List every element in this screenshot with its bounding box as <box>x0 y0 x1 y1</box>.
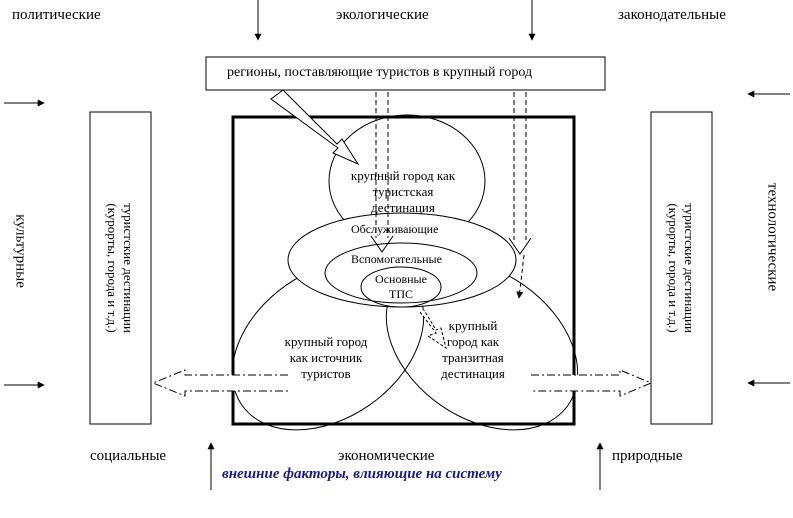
system-frame <box>231 115 576 426</box>
right-destinations-label: туристские дестинации (курорты, города и… <box>665 203 697 333</box>
factor-political: политические <box>12 7 101 23</box>
source-line-1: крупный город <box>284 334 368 349</box>
destination-line-3: дестинация <box>371 200 435 215</box>
factor-cultural: культурные <box>12 214 29 288</box>
right-destinations-line-2: (курорты, города и т.д.) <box>666 203 681 333</box>
source-label: крупный город как источник туристов <box>266 334 386 382</box>
source-line-3: туристов <box>301 366 351 381</box>
core-to-transit-arrow <box>419 309 447 350</box>
left-destinations-label: туристские дестинации (курорты, города и… <box>104 203 136 333</box>
flow-to-right-destinations <box>531 369 653 397</box>
serving-label: Обслуживающие <box>351 222 439 236</box>
transit-label: крупный город как транзитная дестинация <box>418 318 528 382</box>
right-destinations-line-1: туристские дестинации <box>682 203 697 333</box>
core-line-1: Основные <box>375 272 427 286</box>
left-destinations-line-2: (курорты, города и т.д.) <box>105 203 120 333</box>
regions-box <box>205 56 606 91</box>
regions-to-destination-arrow <box>270 89 360 166</box>
core-line-2: ТПС <box>389 287 413 301</box>
core-label: Основные ТПС <box>361 272 441 302</box>
factor-ecological: экологические <box>336 7 429 23</box>
transit-line-4: дестинация <box>441 366 505 381</box>
transit-line-2: город как <box>446 334 500 349</box>
caption-external-factors: внешние факторы, влияющие на систему <box>222 466 502 482</box>
core-ellipse <box>360 266 442 308</box>
auxiliary-label: Вспомогательные <box>351 252 442 266</box>
factor-legislative: законодательные <box>618 7 726 23</box>
dashed-flow-right <box>508 92 532 299</box>
dashed-flow-left <box>370 92 394 253</box>
factor-technological: технологические <box>764 182 781 292</box>
left-destinations-box <box>89 111 152 425</box>
factor-social: социальные <box>90 448 167 464</box>
transit-line-3: транзитная <box>442 350 504 365</box>
destination-line-1: крупный город как <box>350 168 456 183</box>
factor-natural: природные <box>612 448 683 464</box>
right-destinations-box <box>650 111 713 425</box>
transit-line-1: крупный <box>448 318 498 333</box>
flow-to-left-destinations <box>151 369 288 397</box>
destination-label: крупный город как туристская дестинация <box>333 168 473 216</box>
factor-economic: экономические <box>338 448 435 464</box>
left-destinations-line-1: туристские дестинации <box>121 203 136 333</box>
regions-box-label: регионы, поставляющие туристов в крупный… <box>227 65 533 80</box>
auxiliary-ellipse <box>324 242 478 304</box>
source-line-2: как источник <box>289 350 363 365</box>
destination-line-2: туристская <box>372 184 434 199</box>
